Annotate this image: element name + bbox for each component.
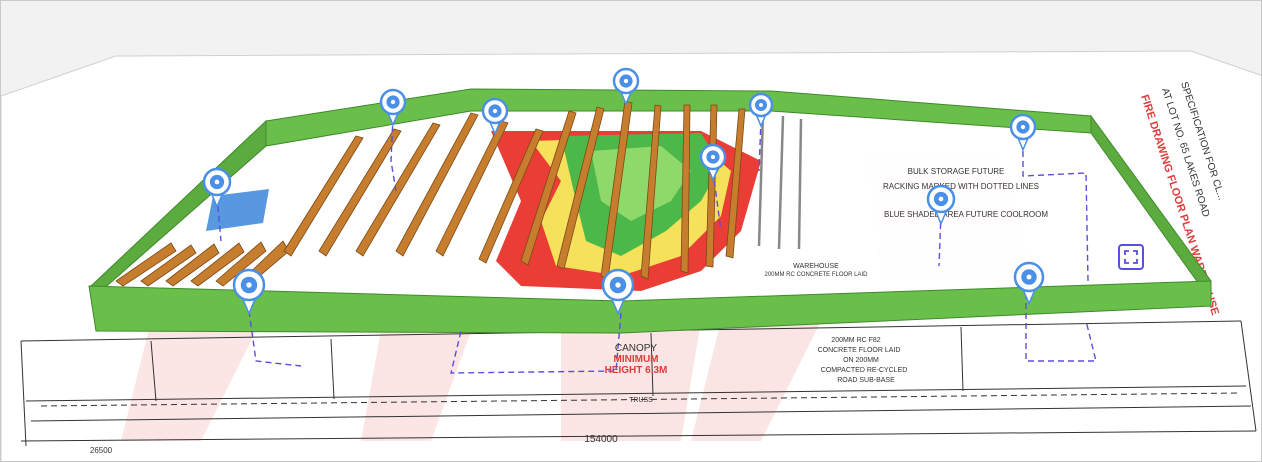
floor-note-5: ROAD SUB-BASE (837, 377, 895, 384)
coolroom-area (206, 189, 269, 231)
floor-note-3: ON 200MM (843, 357, 879, 364)
wifi-access-point-icon[interactable] (612, 67, 640, 106)
floor-note-2: CONCRETE FLOOR LAID (818, 347, 901, 354)
canopy-label: CANOPY (615, 343, 658, 354)
racks-future (757, 112, 803, 250)
warehouse-label: WAREHOUSE (793, 263, 839, 270)
fit-view-icon[interactable] (1118, 244, 1144, 270)
floor-spec: 200MM RC F82 CONCRETE FLOOR LAID ON 200M… (818, 337, 908, 384)
wifi-access-point-icon[interactable] (481, 97, 509, 136)
wifi-access-point-icon[interactable] (232, 268, 266, 316)
canopy-height: HEIGHT 6.3M (605, 365, 668, 376)
canopy-min: MINIMUM (614, 354, 659, 365)
wifi-access-point-icon[interactable] (926, 184, 956, 226)
note-racking: RACKING MARKED WITH DOTTED LINES (883, 182, 1039, 191)
wifi-access-point-icon[interactable] (601, 268, 635, 316)
floor-note-4: COMPACTED RE-CYCLED (821, 367, 908, 374)
floor-note-1: 200MM RC F82 (831, 337, 881, 344)
wifi-access-point-icon[interactable] (1009, 113, 1037, 152)
wifi-access-point-icon[interactable] (699, 143, 727, 182)
wifi-access-point-icon[interactable] (202, 167, 232, 209)
racks (115, 100, 746, 287)
truss-label: TRUSS (629, 397, 653, 404)
canopy-block: CANOPY MINIMUM HEIGHT 6.3M (605, 343, 668, 376)
dimension-total: 154000 (584, 434, 618, 445)
dimension-left: 26500 (90, 446, 113, 455)
warehouse-sub: 200MM RC CONCRETE FLOOR LAID (764, 272, 868, 278)
wifi-access-point-icon[interactable] (1013, 261, 1045, 306)
note-coolroom: BLUE SHADED AREA FUTURE COOLROOM (884, 210, 1048, 219)
note-bulk-storage: BULK STORAGE FUTURE (908, 167, 1005, 176)
ap-placement-lines (216, 115, 1097, 374)
wifi-access-point-icon[interactable] (748, 92, 774, 128)
wifi-access-point-icon[interactable] (379, 88, 407, 127)
floor-notes: BULK STORAGE FUTURE RACKING MARKED WITH … (764, 167, 1048, 278)
